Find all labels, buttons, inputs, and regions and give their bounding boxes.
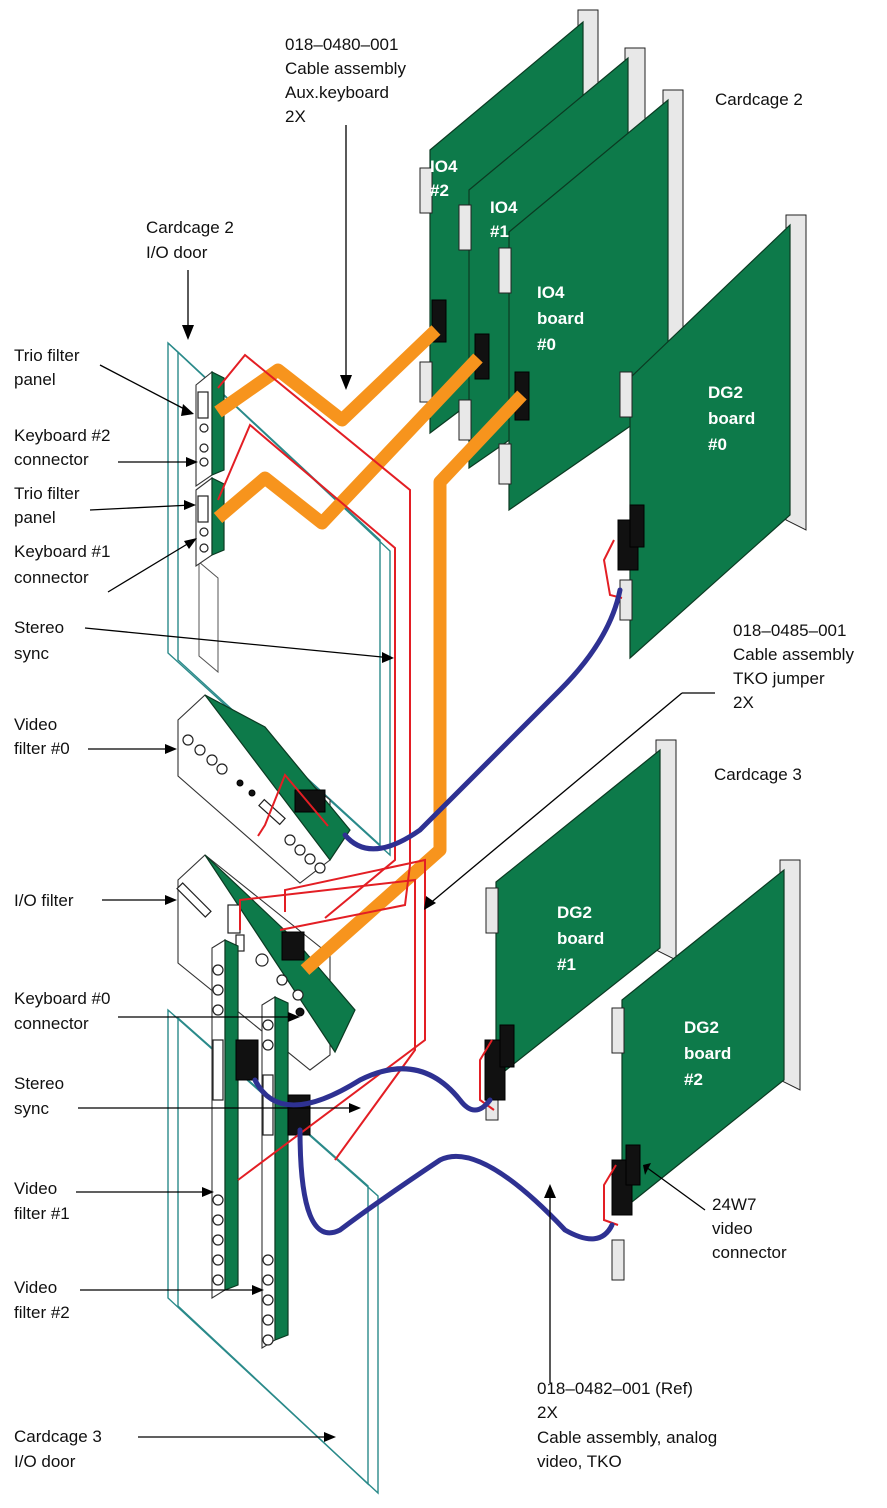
svg-text:board: board: [557, 929, 604, 948]
label-stereo-sync-1: Stereo sync: [14, 618, 64, 663]
board-label-dg2-2: DG2 board #2: [684, 1018, 731, 1089]
svg-text:IO4: IO4: [430, 157, 458, 176]
label-cardcage-2: Cardcage 2: [715, 90, 803, 109]
aux-keyboard-cable-2: [214, 325, 441, 427]
svg-text:Cable assembly: Cable assembly: [285, 59, 406, 78]
svg-text:#2: #2: [684, 1070, 703, 1089]
svg-text:board: board: [684, 1044, 731, 1063]
label-trio-filter-panel-1: Trio filter panel: [14, 346, 80, 389]
stereo-sync-cable-upper: [217, 353, 411, 931]
analog-video-cable-2: [297, 1127, 615, 1242]
svg-text:I/O door: I/O door: [146, 243, 208, 262]
aux-keyboard-cable-0: [300, 390, 527, 975]
dg2-board-2: [611, 859, 801, 1281]
label-analog-video-cable: 018–0482–001 (Ref) 2X Cable assembly, an…: [537, 1379, 717, 1471]
label-keyboard-0-connector: Keyboard #0 connector: [14, 989, 110, 1033]
svg-text:DG2: DG2: [557, 903, 592, 922]
svg-text:#1: #1: [557, 955, 576, 974]
svg-text:connector: connector: [14, 568, 89, 587]
label-cardcage-3: Cardcage 3: [714, 765, 802, 784]
dg2-board-1: [484, 739, 677, 1121]
board-label-io4-1: IO4 #1: [490, 198, 518, 241]
stereo-sync-cable-lower: [237, 858, 426, 1181]
svg-text:24W7: 24W7: [712, 1195, 756, 1214]
label-cardcage3-io-door: Cardcage 3 I/O door: [14, 1427, 102, 1471]
svg-text:DG2: DG2: [708, 383, 743, 402]
label-video-filter-2: Video filter #2: [14, 1278, 70, 1322]
svg-text:#0: #0: [708, 435, 727, 454]
svg-text:panel: panel: [14, 370, 56, 389]
dg2-board-0: [617, 214, 807, 660]
board-label-dg2-0: DG2 board #0: [708, 383, 755, 454]
svg-text:panel: panel: [14, 508, 56, 527]
svg-text:2X: 2X: [285, 107, 306, 126]
svg-text:018–0482–001 (Ref): 018–0482–001 (Ref): [537, 1379, 693, 1398]
svg-text:IO4: IO4: [490, 198, 518, 217]
svg-text:018–0485–001: 018–0485–001: [733, 621, 846, 640]
svg-text:video: video: [712, 1219, 753, 1238]
svg-text:Aux.keyboard: Aux.keyboard: [285, 83, 389, 102]
label-cardcage2-io-door: Cardcage 2 I/O door: [146, 218, 234, 262]
svg-text:Keyboard #0: Keyboard #0: [14, 989, 110, 1008]
svg-text:filter #1: filter #1: [14, 1204, 70, 1223]
label-24w7-video-connector: 24W7 video connector: [712, 1195, 787, 1262]
video-filter-1: [211, 939, 259, 1299]
svg-text:DG2: DG2: [684, 1018, 719, 1037]
label-video-filter-1: Video filter #1: [14, 1179, 70, 1223]
label-keyboard-2-connector: Keyboard #2 connector: [14, 426, 110, 469]
svg-text:video, TKO: video, TKO: [537, 1452, 622, 1471]
label-aux-keyboard-cable: 018–0480–001 Cable assembly Aux.keyboard…: [285, 35, 406, 126]
svg-text:connector: connector: [14, 1014, 89, 1033]
svg-text:Keyboard #1: Keyboard #1: [14, 542, 110, 561]
svg-text:#1: #1: [490, 222, 509, 241]
label-stereo-sync-2: Stereo sync: [14, 1074, 64, 1118]
svg-text:sync: sync: [14, 644, 49, 663]
aux-keyboard-cable-1: [213, 353, 483, 530]
svg-text:Trio filter: Trio filter: [14, 346, 80, 365]
label-keyboard-1-connector: Keyboard #1 connector: [14, 542, 110, 587]
board-label-io4-2: IO4 #2: [430, 157, 458, 200]
leader-lines: [76, 125, 715, 1442]
svg-text:filter #2: filter #2: [14, 1303, 70, 1322]
trio-filter-panel-lower: [195, 476, 225, 568]
svg-text:Video: Video: [14, 1278, 57, 1297]
svg-text:Cardcage 2: Cardcage 2: [146, 218, 234, 237]
board-label-dg2-1: DG2 board #1: [557, 903, 604, 974]
svg-text:IO4: IO4: [537, 283, 565, 302]
analog-video-cable-1: [252, 1066, 493, 1113]
label-io-filter: I/O filter: [14, 891, 74, 910]
svg-text:Stereo: Stereo: [14, 1074, 64, 1093]
svg-text:Cable assembly, analog: Cable assembly, analog: [537, 1428, 717, 1447]
svg-text:018–0480–001: 018–0480–001: [285, 35, 398, 54]
svg-text:connector: connector: [14, 450, 89, 469]
svg-text:2X: 2X: [733, 693, 754, 712]
svg-text:#2: #2: [430, 181, 449, 200]
svg-text:Cardcage 3: Cardcage 3: [14, 1427, 102, 1446]
label-tko-jumper-cable: 018–0485–001 Cable assembly TKO jumper 2…: [733, 621, 854, 712]
label-trio-filter-panel-2: Trio filter panel: [14, 484, 80, 527]
svg-text:sync: sync: [14, 1099, 49, 1118]
svg-text:TKO jumper: TKO jumper: [733, 669, 825, 688]
svg-text:Cable assembly: Cable assembly: [733, 645, 854, 664]
svg-text:Video: Video: [14, 715, 57, 734]
svg-text:connector: connector: [712, 1243, 787, 1262]
svg-text:Trio filter: Trio filter: [14, 484, 80, 503]
svg-text:Stereo: Stereo: [14, 618, 64, 637]
svg-text:#0: #0: [537, 335, 556, 354]
analog-video-cable-0: [342, 587, 623, 852]
board-label-io4-0: IO4 board #0: [537, 283, 584, 354]
svg-text:Keyboard #2: Keyboard #2: [14, 426, 110, 445]
label-video-filter-0: Video filter #0: [14, 715, 70, 758]
svg-text:board: board: [537, 309, 584, 328]
svg-text:Video: Video: [14, 1179, 57, 1198]
svg-text:filter #0: filter #0: [14, 739, 70, 758]
video-filter-0: [177, 694, 351, 884]
trio-filter-panel-upper: [195, 370, 225, 488]
svg-text:I/O door: I/O door: [14, 1452, 76, 1471]
svg-text:2X: 2X: [537, 1403, 558, 1422]
video-filter-2: [261, 996, 311, 1349]
svg-text:board: board: [708, 409, 755, 428]
